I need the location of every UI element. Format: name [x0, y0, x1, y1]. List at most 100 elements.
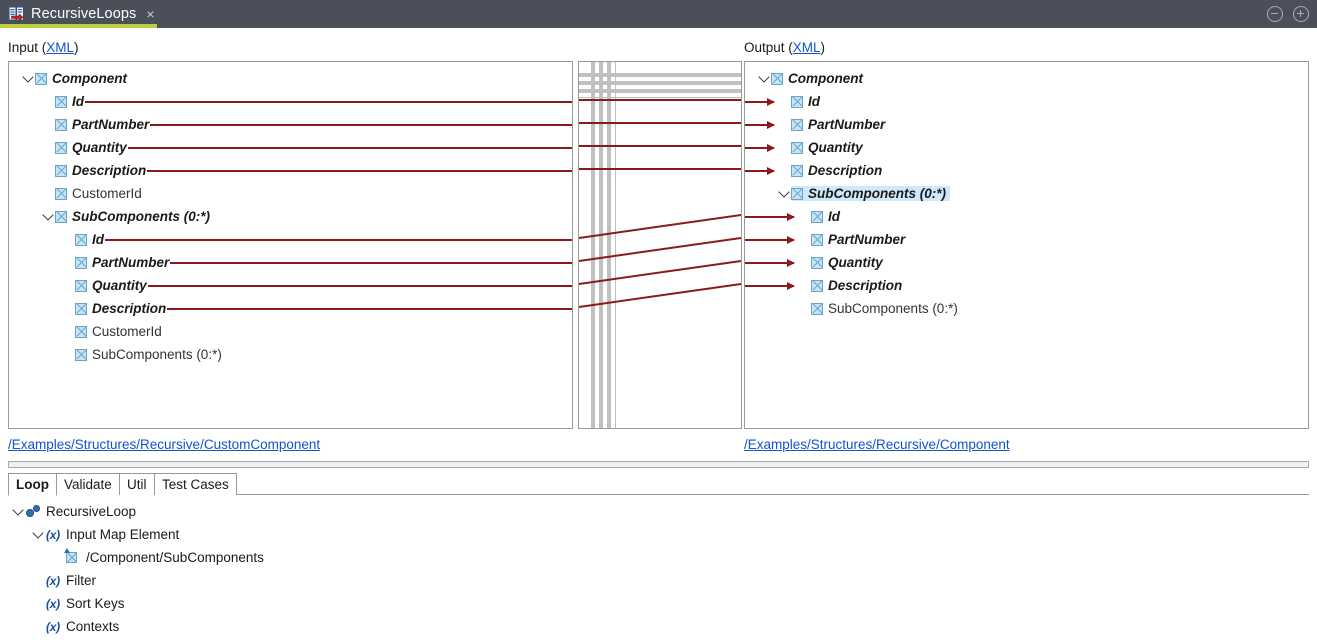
- tree-node[interactable]: Description: [55, 163, 146, 178]
- horizontal-splitter[interactable]: [8, 461, 1309, 468]
- tree-row[interactable]: CustomerId: [61, 320, 162, 343]
- chevron-down-icon[interactable]: [10, 504, 26, 516]
- element-node-icon: [55, 164, 67, 177]
- function-fx-icon: (x): [46, 620, 66, 634]
- tree-row-label: Quantity: [72, 140, 127, 155]
- tree-row[interactable]: Id: [41, 90, 84, 113]
- tree-row[interactable]: Component: [757, 67, 863, 90]
- tree-row[interactable]: PartNumber: [797, 228, 905, 251]
- element-node-icon: [75, 279, 87, 292]
- tree-node[interactable]: SubComponents (0:*): [75, 347, 222, 362]
- tree-row-label: CustomerId: [72, 186, 142, 201]
- bottom-tab-validate[interactable]: Validate: [56, 473, 120, 495]
- minimize-icon[interactable]: [1267, 6, 1283, 22]
- tree-node[interactable]: PartNumber: [75, 255, 169, 270]
- tree-row[interactable]: SubComponents (0:*): [777, 182, 950, 205]
- fx-label: (x): [46, 573, 60, 588]
- tree-node[interactable]: CustomerId: [55, 186, 142, 201]
- loop-tree-row[interactable]: RecursiveLoop: [10, 500, 136, 523]
- tree-row[interactable]: SubComponents (0:*): [61, 343, 222, 366]
- mapping-arrow-stub: [745, 143, 775, 152]
- tree-row-label: Component: [52, 71, 127, 86]
- tree-node[interactable]: Component: [771, 71, 863, 86]
- loop-tree-row[interactable]: (x)Input Map Element: [30, 523, 179, 546]
- selected-node[interactable]: SubComponents (0:*): [791, 186, 950, 201]
- tree-node[interactable]: SubComponents (0:*): [55, 209, 210, 224]
- tree-row[interactable]: PartNumber: [61, 251, 169, 274]
- tree-node[interactable]: Quantity: [811, 255, 883, 270]
- mapping-line-stub: [167, 308, 572, 310]
- bottom-tab-label: Util: [127, 477, 147, 492]
- loop-tree-row[interactable]: (x)Filter: [30, 569, 96, 592]
- tree-row[interactable]: Description: [41, 159, 146, 182]
- close-icon[interactable]: ×: [146, 6, 155, 22]
- tree-node[interactable]: PartNumber: [55, 117, 149, 132]
- loop-tree-row[interactable]: /Component/SubComponents: [50, 546, 264, 569]
- tree-row[interactable]: Quantity: [777, 136, 863, 159]
- chevron-down-icon[interactable]: [41, 209, 55, 221]
- element-node-icon: [811, 256, 823, 269]
- tree-row[interactable]: Component: [21, 67, 127, 90]
- chevron-down-icon[interactable]: [757, 71, 771, 83]
- tree-node[interactable]: Id: [811, 209, 840, 224]
- tree-node[interactable]: PartNumber: [811, 232, 905, 247]
- mapping-grid-panel[interactable]: [578, 61, 742, 429]
- tree-node[interactable]: Id: [791, 94, 820, 109]
- tree-row[interactable]: CustomerId: [41, 182, 142, 205]
- mapping-line-stub: [147, 170, 572, 172]
- tree-node[interactable]: PartNumber: [791, 117, 885, 132]
- tree-node[interactable]: Quantity: [75, 278, 147, 293]
- bottom-tab-label: Validate: [64, 477, 112, 492]
- chevron-down-icon[interactable]: [777, 186, 791, 198]
- tree-row[interactable]: SubComponents (0:*): [41, 205, 210, 228]
- tree-row-label: Component: [788, 71, 863, 86]
- input-structure-path-link[interactable]: /Examples/Structures/Recursive/CustomCom…: [8, 437, 321, 452]
- tree-row[interactable]: SubComponents (0:*): [797, 297, 958, 320]
- loop-tree-row[interactable]: (x)Contexts: [30, 615, 119, 638]
- tree-row[interactable]: PartNumber: [777, 113, 885, 136]
- tree-row[interactable]: Id: [777, 90, 820, 113]
- tree-node[interactable]: CustomerId: [75, 324, 162, 339]
- tree-node[interactable]: Component: [35, 71, 127, 86]
- output-structure-path-link[interactable]: /Examples/Structures/Recursive/Component: [744, 437, 1010, 452]
- tree-node[interactable]: Quantity: [55, 140, 127, 155]
- tree-node[interactable]: Description: [75, 301, 166, 316]
- bottom-tab-strip[interactable]: Loop Validate Util Test Cases: [8, 473, 1309, 496]
- tree-node[interactable]: Description: [811, 278, 902, 293]
- window-controls: [1267, 0, 1309, 28]
- tree-node[interactable]: Quantity: [791, 140, 863, 155]
- tree-row[interactable]: Quantity: [41, 136, 127, 159]
- tree-node[interactable]: Id: [55, 94, 84, 109]
- chevron-down-icon[interactable]: [21, 71, 35, 83]
- tree-row-label: Description: [92, 301, 167, 316]
- input-xml-link[interactable]: XML: [46, 40, 75, 55]
- tree-row-label: Description: [828, 278, 903, 293]
- tree-node[interactable]: SubComponents (0:*): [811, 301, 958, 316]
- tree-node[interactable]: Description: [791, 163, 882, 178]
- tree-row[interactable]: Quantity: [61, 274, 147, 297]
- loop-tree-row[interactable]: (x)Sort Keys: [30, 592, 125, 615]
- tree-row-label: Description: [72, 163, 147, 178]
- mapping-line-stub: [105, 239, 572, 241]
- tree-row[interactable]: Quantity: [797, 251, 883, 274]
- tree-node[interactable]: Id: [75, 232, 104, 247]
- tree-row[interactable]: Description: [797, 274, 902, 297]
- bottom-tab-util[interactable]: Util: [119, 473, 155, 495]
- bottom-tab-loop[interactable]: Loop: [8, 473, 57, 496]
- maximize-icon[interactable]: [1293, 6, 1309, 22]
- tree-row-label: PartNumber: [72, 117, 150, 132]
- bottom-tab-test-cases[interactable]: Test Cases: [154, 473, 237, 495]
- output-xml-link[interactable]: XML: [792, 40, 821, 55]
- chevron-down-icon[interactable]: [30, 527, 46, 539]
- tree-row[interactable]: Description: [61, 297, 166, 320]
- tree-row[interactable]: Description: [777, 159, 882, 182]
- document-tab[interactable]: RecursiveLoops ×: [0, 0, 155, 28]
- tree-row[interactable]: Id: [61, 228, 104, 251]
- tree-row[interactable]: Id: [797, 205, 840, 228]
- element-node-icon: [55, 210, 67, 223]
- fx-label: (x): [46, 527, 60, 542]
- tree-row[interactable]: PartNumber: [41, 113, 149, 136]
- element-node-icon: [811, 302, 823, 315]
